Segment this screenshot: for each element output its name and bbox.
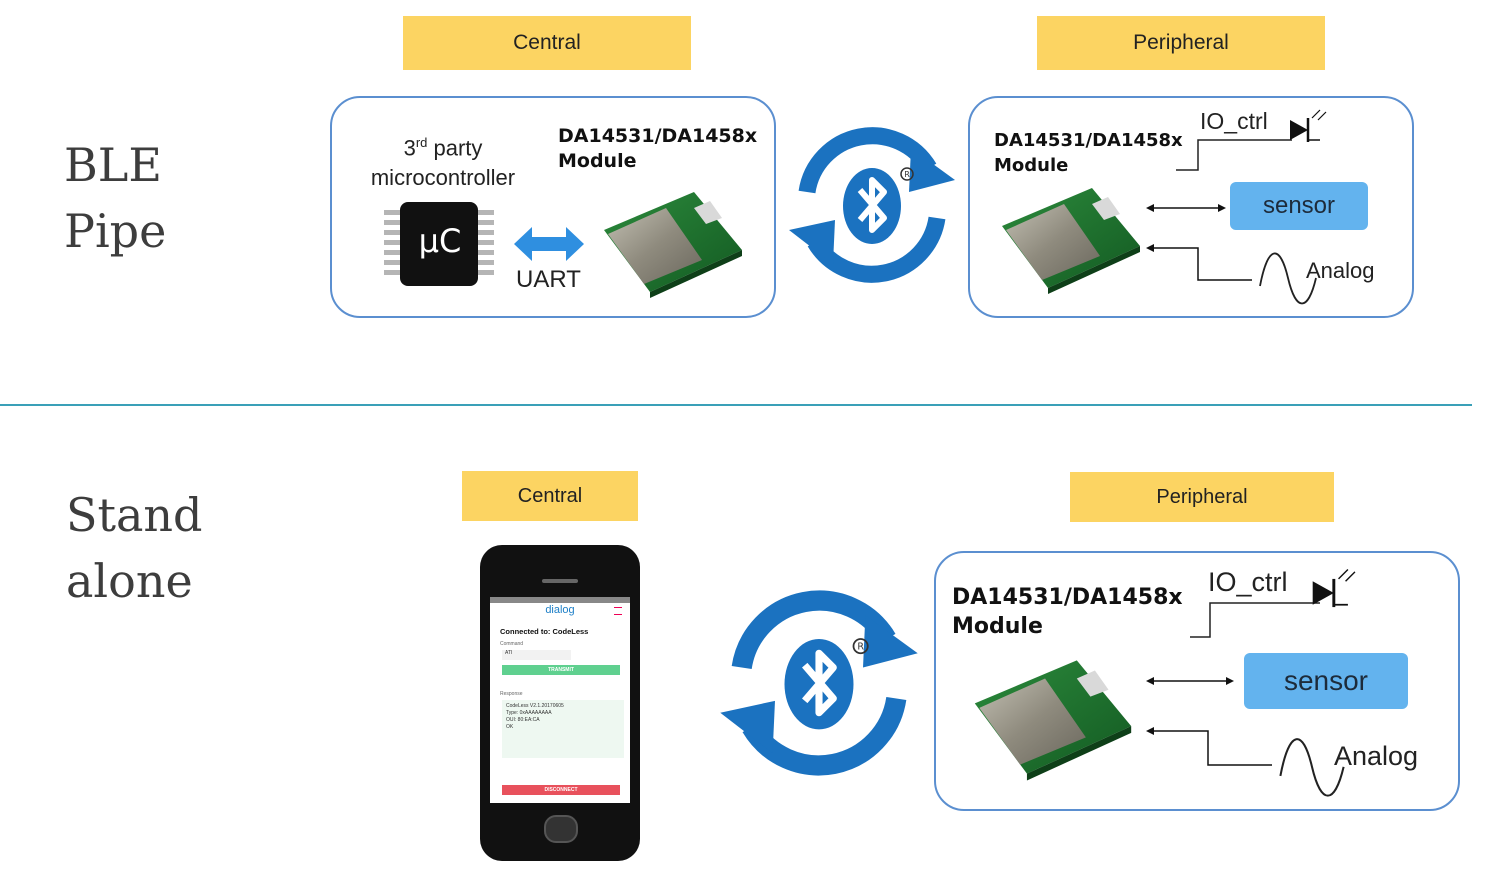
io-ctrl-label: IO_ctrl (1208, 567, 1288, 597)
led-diode-icon (1290, 109, 1327, 142)
sensor-double-arrow (1146, 204, 1226, 212)
bluetooth-cycle-icon: R (789, 127, 955, 283)
phone-brand: dialog (545, 604, 575, 616)
peripheral-tag: Peripheral (1070, 472, 1334, 522)
phone-command-input[interactable]: ATI (502, 650, 571, 660)
peripheral-module-label: DA14531/DA1458x Module (994, 130, 1183, 176)
svg-text:R: R (904, 170, 910, 179)
central-tag: Central (462, 471, 638, 521)
response-line: OK (506, 724, 514, 730)
standalone-peripheral-panel: DA14531/DA1458x Module IO_ctrl sensor An… (934, 551, 1460, 811)
central-module-label: DA14531/DA1458x Module (558, 125, 758, 172)
peripheral-panel: DA14531/DA1458x Module IO_ctrl sensor An… (968, 96, 1414, 318)
analog-wave-icon (1279, 738, 1345, 797)
sensor-double-arrow (1146, 677, 1234, 685)
io-ctrl-line (1190, 602, 1320, 638)
analog-line (1146, 244, 1252, 281)
led-diode-icon (1312, 569, 1356, 608)
phone-screen: dialog Connected to: CodeLess Command AT… (490, 597, 630, 803)
response-line: Type: 0xAAAAAAAA (506, 710, 552, 716)
peripheral-tag: Peripheral (1037, 16, 1325, 70)
phone-command-label: Command (500, 641, 524, 647)
svg-text:R: R (857, 642, 864, 653)
section-divider (0, 404, 1472, 406)
section-title-ble-pipe: BLE Pipe (64, 138, 167, 258)
ble-module-icon (974, 660, 1132, 781)
phone-status-bar (490, 597, 630, 603)
response-line: CodeLess V2.1.20170605 (506, 703, 564, 709)
phone-response-label: Response (500, 691, 523, 697)
io-ctrl-line (1176, 139, 1292, 171)
bluetooth-cycle-icon: R (720, 590, 918, 776)
uart-label: UART (516, 266, 581, 293)
phone-home-button[interactable] (544, 815, 578, 843)
analog-label: Analog (1306, 258, 1375, 283)
phone-speaker (542, 579, 578, 583)
section-title-standalone: Stand alone (66, 488, 203, 608)
central-panel: 3rd party microcontroller DA14531/DA1458… (330, 96, 776, 318)
phone-response-box: CodeLess V2.1.20170605 Type: 0xAAAAAAAA … (502, 700, 624, 758)
phone-connected-text: Connected to: CodeLess (500, 627, 589, 636)
ble-module-icon (604, 192, 742, 298)
ble-module-icon (1002, 188, 1140, 294)
analog-label: Analog (1334, 741, 1419, 771)
phone-menu-icon[interactable] (614, 607, 622, 615)
analog-line (1146, 727, 1272, 766)
phone-transmit-button[interactable]: TRANSMIT (502, 665, 620, 675)
standalone-module-label: DA14531/DA1458x Module (952, 585, 1183, 639)
uart-double-arrow-icon (514, 227, 584, 261)
smartphone: dialog Connected to: CodeLess Command AT… (480, 545, 640, 861)
microcontroller-chip-icon (384, 202, 494, 286)
analog-wave-icon (1259, 252, 1317, 305)
sensor-box: sensor (1230, 182, 1368, 230)
io-ctrl-label: IO_ctrl (1200, 108, 1268, 134)
mcu-label: 3rd party microcontroller (370, 135, 516, 191)
mcu-chip-text: µC (418, 222, 462, 260)
response-line: OUI: 80:EA:CA (506, 717, 540, 723)
phone-disconnect-button[interactable]: DISCONNECT (502, 785, 620, 795)
sensor-box: sensor (1244, 653, 1408, 709)
central-tag: Central (403, 16, 691, 70)
